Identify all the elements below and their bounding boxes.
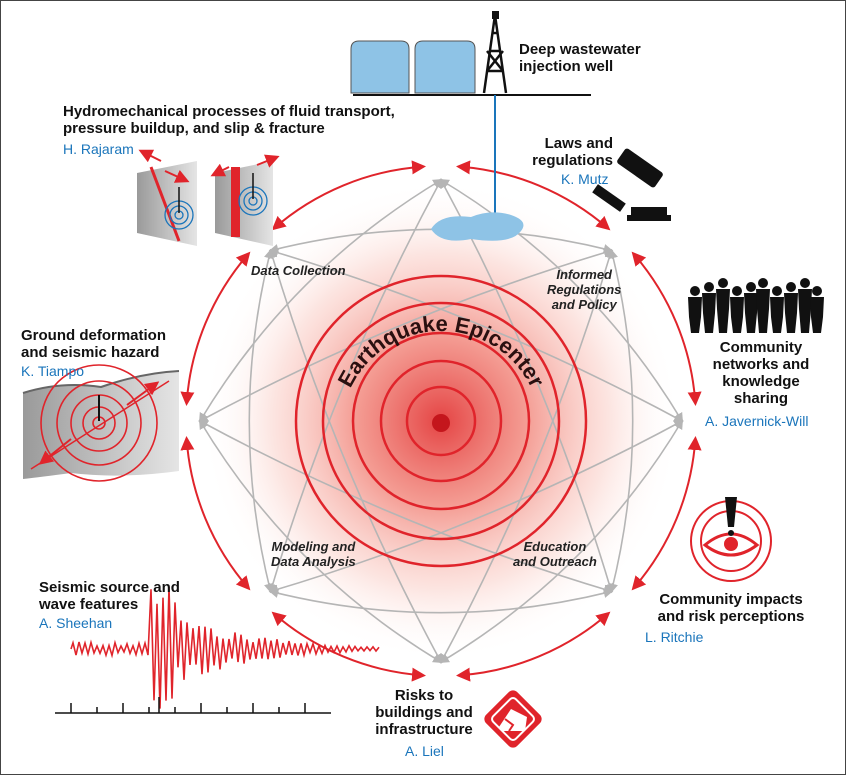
person-silhouette-head — [732, 286, 742, 296]
building-risk-icon — [482, 688, 544, 750]
person-silhouette-body — [730, 297, 744, 333]
risks-title: Risks tobuildings andinfrastructure — [361, 687, 487, 738]
hydro-author: H. Rajaram — [63, 141, 134, 157]
seismic-title: Seismic source andwave features — [39, 579, 180, 613]
laws-title: Laws andregulations — [532, 135, 613, 169]
crowd-icon — [688, 278, 824, 333]
person-silhouette-head — [690, 286, 700, 296]
person-silhouette-body — [744, 293, 758, 333]
person-silhouette-body — [716, 289, 730, 333]
person-silhouette-head — [758, 278, 768, 288]
ground-author: K. Tiampo — [21, 363, 84, 379]
seismic-author: A. Sheehan — [39, 615, 112, 631]
impacts-author: L. Ritchie — [645, 629, 703, 645]
person-silhouette-body — [702, 293, 716, 333]
laws-author: K. Mutz — [561, 171, 608, 187]
person-silhouette-head — [718, 278, 728, 288]
person-silhouette-body — [770, 297, 784, 333]
hydro-title: Hydromechanical processes of fluid trans… — [63, 103, 395, 137]
person-silhouette-body — [756, 289, 770, 333]
person-silhouette-body — [810, 297, 824, 333]
person-silhouette-body — [784, 293, 798, 333]
community-title: Communitynetworks andknowledgesharing — [691, 339, 831, 407]
activity-data-collection: Data Collection — [251, 263, 346, 278]
ground-title: Ground deformationand seismic hazard — [21, 327, 166, 361]
community-author: A. Javernick-Will — [705, 413, 808, 429]
fault-block-icons — [137, 151, 277, 246]
activity-modeling: Modeling andData Analysis — [271, 539, 356, 569]
person-silhouette-head — [772, 286, 782, 296]
impacts-title: Community impactsand risk perceptions — [641, 591, 821, 625]
ground-deformation-icon — [23, 365, 179, 481]
person-silhouette-head — [746, 282, 756, 292]
activity-regulations: InformedRegulationsand Policy — [547, 267, 621, 312]
person-silhouette-body — [798, 289, 812, 333]
person-silhouette-head — [786, 282, 796, 292]
epicenter-dot — [432, 414, 450, 432]
person-silhouette-head — [812, 286, 822, 296]
person-silhouette-head — [800, 278, 810, 288]
well-title: Deep wastewaterinjection well — [519, 41, 641, 75]
risks-author: A. Liel — [405, 743, 444, 759]
risk-perception-icon — [691, 497, 771, 581]
activity-education: Educationand Outreach — [513, 539, 597, 569]
person-silhouette-body — [688, 297, 702, 333]
person-silhouette-head — [704, 282, 714, 292]
